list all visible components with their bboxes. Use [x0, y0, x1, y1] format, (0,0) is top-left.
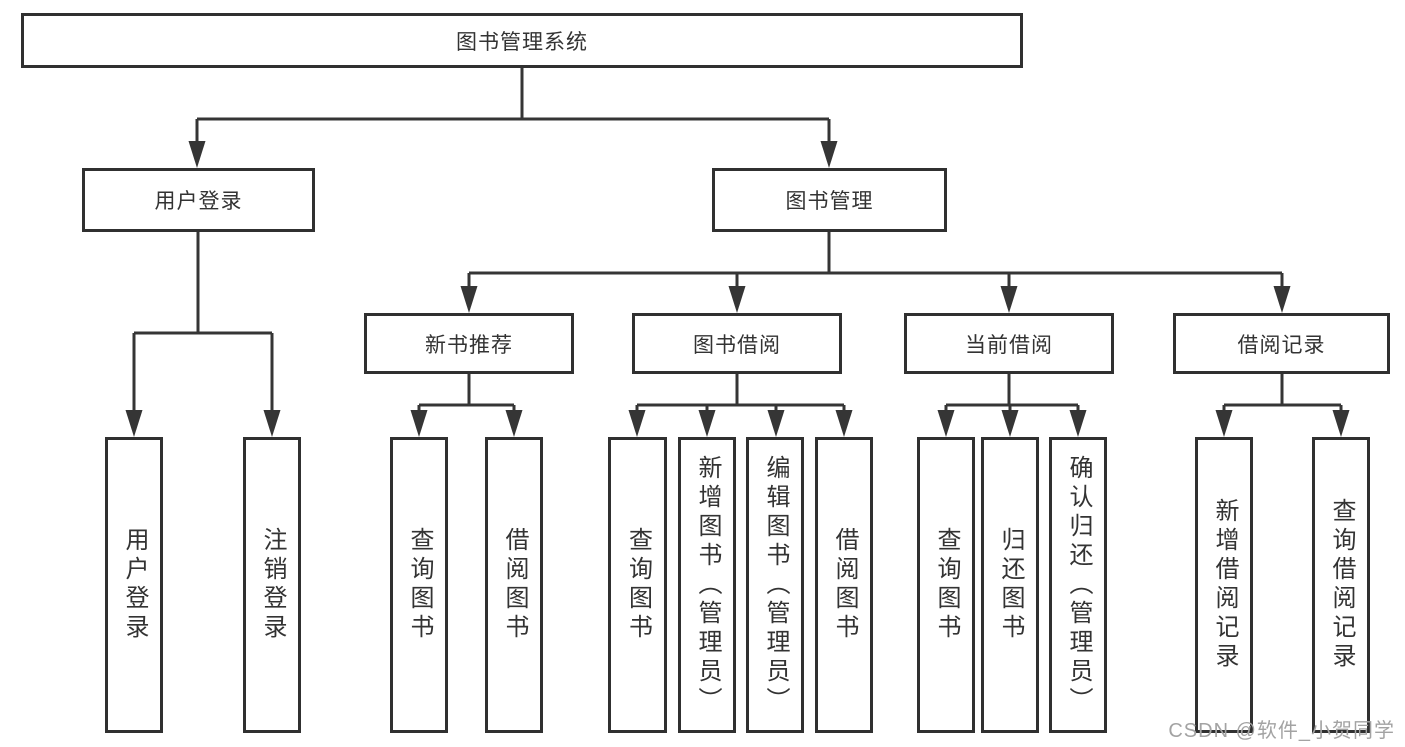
node-label: 查询图书: [406, 527, 433, 643]
arrow-down: [628, 410, 646, 437]
arrow-down: [937, 410, 955, 437]
leaf-user-login: 用户登录: [105, 437, 163, 733]
leaf-add-borrow-record: 新增借阅记录: [1195, 437, 1253, 733]
node-current-borrowing: 当前借阅: [904, 313, 1114, 374]
leaf-return-books: 归还图书: [981, 437, 1039, 733]
node-label: 归还图书: [997, 527, 1024, 643]
arrow-down: [263, 410, 281, 437]
node-new-book-recommend: 新书推荐: [364, 313, 574, 374]
arrow-down: [460, 286, 478, 313]
node-book-management: 图书管理: [712, 168, 947, 232]
node-label: 当前借阅: [965, 333, 1053, 357]
arrow-down: [1069, 410, 1087, 437]
node-label: 注销登录: [259, 527, 286, 643]
leaf-edit-books-admin: 编辑图书（管理员）: [746, 437, 804, 733]
node-label: 查询图书: [624, 527, 652, 643]
arrow-down: [1273, 286, 1291, 313]
node-label: 借阅记录: [1237, 333, 1326, 357]
leaf-query-books-borrowing: 查询图书: [608, 437, 667, 733]
node-label: 查询图书: [933, 527, 960, 643]
arrow-down: [698, 410, 716, 437]
arrow-down: [1000, 286, 1018, 313]
node-label: 借阅图书: [831, 527, 858, 643]
node-user-login: 用户登录: [82, 168, 315, 232]
node-label: 借阅图书: [501, 527, 528, 643]
node-label: 确认归还（管理员）: [1065, 454, 1092, 716]
arrow-down: [767, 410, 785, 437]
arrow-down: [410, 410, 428, 437]
node-label: 图书管理: [785, 190, 874, 213]
node-book-borrowing: 图书借阅: [632, 313, 842, 374]
leaf-borrow-books-recommend: 借阅图书: [485, 437, 543, 733]
node-label: 新书推荐: [425, 333, 513, 357]
leaf-query-books-current: 查询图书: [917, 437, 975, 733]
node-label: 图书管理系统: [456, 30, 588, 54]
node-label: 查询借阅记录: [1328, 498, 1355, 672]
arrow-down: [1215, 410, 1233, 437]
node-label: 用户登录: [121, 527, 148, 643]
node-label: 新增图书（管理员）: [694, 454, 721, 716]
leaf-confirm-return-admin: 确认归还（管理员）: [1049, 437, 1107, 733]
node-label: 新增借阅记录: [1211, 498, 1238, 672]
arrow-down: [125, 410, 143, 437]
arrow-down: [188, 141, 206, 168]
node-borrowing-records: 借阅记录: [1173, 313, 1390, 374]
leaf-borrow-books: 借阅图书: [815, 437, 873, 733]
leaf-query-borrow-record: 查询借阅记录: [1312, 437, 1370, 733]
arrow-down: [1332, 410, 1350, 437]
leaf-logout: 注销登录: [243, 437, 301, 733]
arrow-down: [728, 286, 746, 313]
leaf-add-books-admin: 新增图书（管理员）: [678, 437, 736, 733]
node-label: 图书借阅: [693, 333, 781, 357]
node-label: 编辑图书（管理员）: [762, 454, 789, 716]
arrow-down: [505, 410, 523, 437]
csdn-watermark: CSDN @软件_小贺同学: [1168, 720, 1395, 742]
arrow-down: [820, 141, 838, 168]
node-label: 用户登录: [154, 190, 243, 213]
arrow-down: [835, 410, 853, 437]
leaf-query-books-recommend: 查询图书: [390, 437, 448, 733]
arrow-down: [1001, 410, 1019, 437]
node-library-management-system: 图书管理系统: [21, 13, 1023, 68]
